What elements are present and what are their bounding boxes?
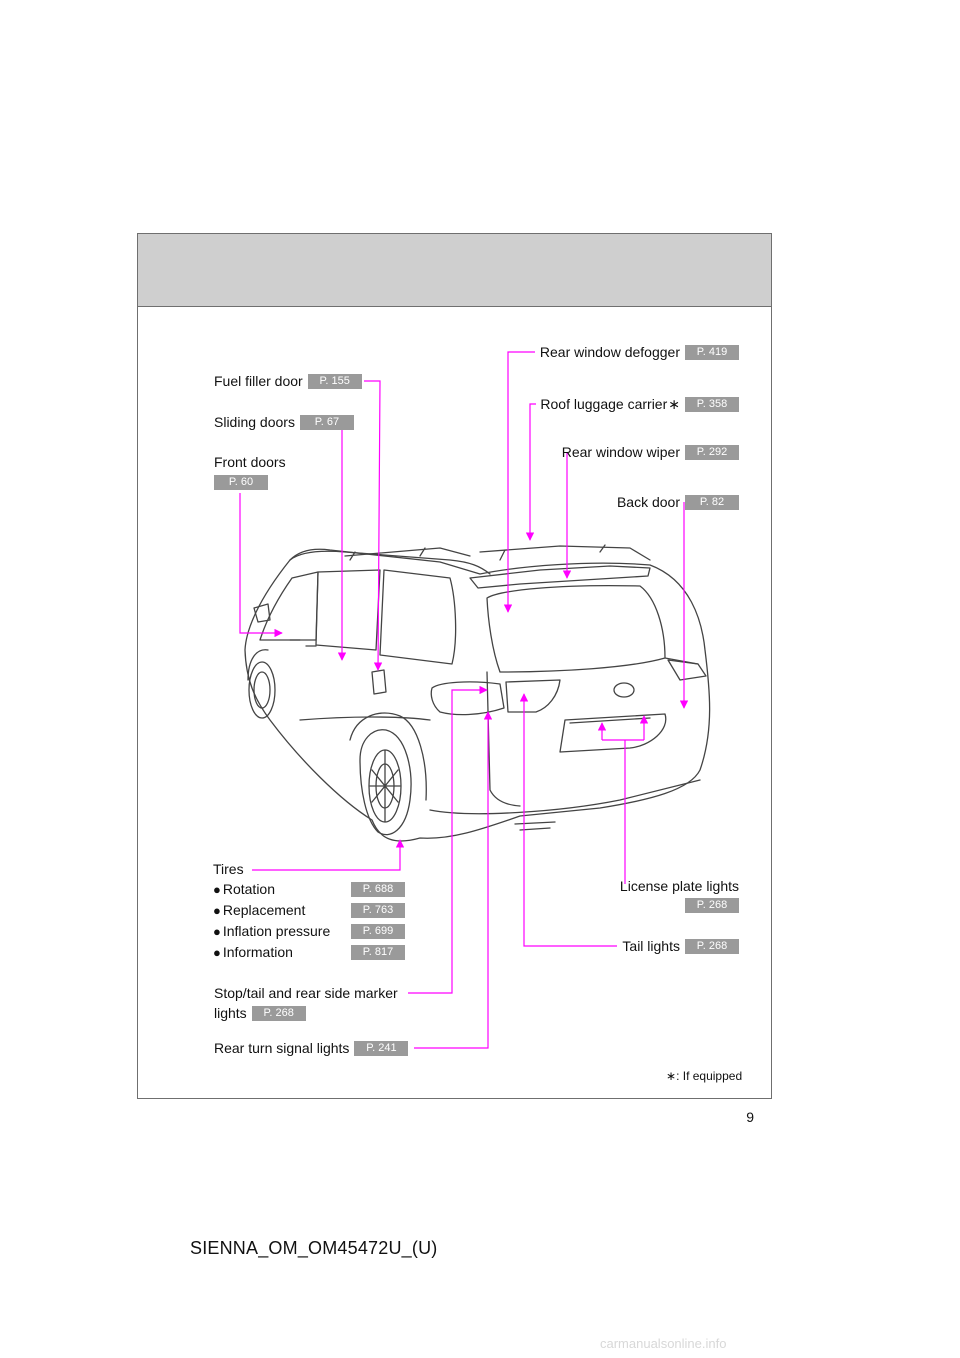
footnote-text: : If equipped <box>676 1069 743 1083</box>
label-front-doors: Front doors <box>214 453 286 471</box>
label-rear-window-defogger: Rear window defogger P. 419 <box>460 343 739 361</box>
rear-turn-signal-text: Rear turn signal lights <box>214 1040 350 1056</box>
asterisk-icon: ∗ <box>668 396 680 412</box>
tires-inflation-page-badge[interactable]: P. 699 <box>351 924 405 939</box>
label-roof-luggage-carrier: Roof luggage carrier ∗ P. 358 <box>460 395 739 413</box>
label-rear-window-wiper: Rear window wiper P. 292 <box>460 443 739 461</box>
diagram-panel <box>137 233 772 1099</box>
front-doors-text: Front doors <box>214 454 286 470</box>
tires-title: Tires <box>213 861 244 877</box>
back-door-page-badge[interactable]: P. 82 <box>685 494 739 510</box>
page-number: 9 <box>746 1109 754 1125</box>
sliding-doors-text: Sliding doors <box>214 414 295 430</box>
footer-code: SIENNA_OM_OM45472U_(U) <box>190 1238 438 1258</box>
stop-tail-marker-page-badge[interactable]: P. 268 <box>251 1005 306 1021</box>
bullet-icon: ● <box>213 882 221 897</box>
asterisk-icon: ∗ <box>666 1069 677 1083</box>
rear-window-wiper-text: Rear window wiper <box>561 444 680 460</box>
footnote: ∗: If equipped <box>666 1069 742 1083</box>
tires-item-label: Information <box>222 944 293 960</box>
tail-lights-page-badge[interactable]: P. 268 <box>685 938 739 954</box>
front-doors-page-badge[interactable]: P. 60 <box>214 475 268 490</box>
sliding-doors-page-badge[interactable]: P. 67 <box>299 414 354 430</box>
label-tail-lights: Tail lights P. 268 <box>460 937 739 955</box>
fuel-filler-door-page-badge[interactable]: P. 155 <box>307 373 362 389</box>
bullet-icon: ● <box>213 903 221 918</box>
license-plate-lights-page-badge[interactable]: P. 268 <box>685 898 739 913</box>
tires-item-rotation: ●Rotation <box>213 880 275 899</box>
tires-item-label: Replacement <box>222 902 306 918</box>
stop-tail-marker-text-line2: lights <box>214 1005 247 1021</box>
label-license-plate-lights: License plate lights <box>460 877 739 895</box>
label-back-door: Back door P. 82 <box>460 493 739 511</box>
tires-item-replacement: ●Replacement <box>213 901 305 920</box>
tires-item-inflation-pressure: ●Inflation pressure <box>213 922 330 941</box>
tires-replacement-page-badge[interactable]: P. 763 <box>351 903 405 918</box>
label-rear-turn-signal: Rear turn signal lights P. 241 <box>214 1039 409 1057</box>
label-sliding-doors: Sliding doors P. 67 <box>214 413 354 431</box>
leader-lines <box>239 351 689 1049</box>
tail-lights-text: Tail lights <box>622 938 680 954</box>
label-stop-tail-marker-line1: Stop/tail and rear side marker <box>214 985 398 1001</box>
rear-window-defogger-page-badge[interactable]: P. 419 <box>685 344 739 360</box>
roof-luggage-carrier-text: Roof luggage carrier <box>540 396 668 412</box>
fuel-filler-door-text: Fuel filler door <box>214 373 303 389</box>
rear-window-defogger-text: Rear window defogger <box>539 344 680 360</box>
rear-turn-signal-page-badge[interactable]: P. 241 <box>354 1040 409 1056</box>
bullet-icon: ● <box>213 924 221 939</box>
minivan-icon <box>244 544 711 842</box>
tires-item-label: Inflation pressure <box>222 923 331 939</box>
license-plate-lights-text: License plate lights <box>619 878 739 894</box>
tires-item-information: ●Information <box>213 943 293 962</box>
roof-luggage-carrier-page-badge[interactable]: P. 358 <box>685 396 739 412</box>
tires-rotation-page-badge[interactable]: P. 688 <box>351 882 405 897</box>
site-watermark: carmanualsonline.info <box>600 1336 727 1351</box>
rear-window-wiper-page-badge[interactable]: P. 292 <box>685 444 739 460</box>
label-fuel-filler-door: Fuel filler door P. 155 <box>214 372 362 390</box>
tires-item-label: Rotation <box>222 881 276 897</box>
label-stop-tail-marker-line2: lights P. 268 <box>214 1004 306 1022</box>
back-door-text: Back door <box>616 494 680 510</box>
tires-information-page-badge[interactable]: P. 817 <box>351 945 405 960</box>
bullet-icon: ● <box>213 945 221 960</box>
panel-header <box>138 234 771 307</box>
